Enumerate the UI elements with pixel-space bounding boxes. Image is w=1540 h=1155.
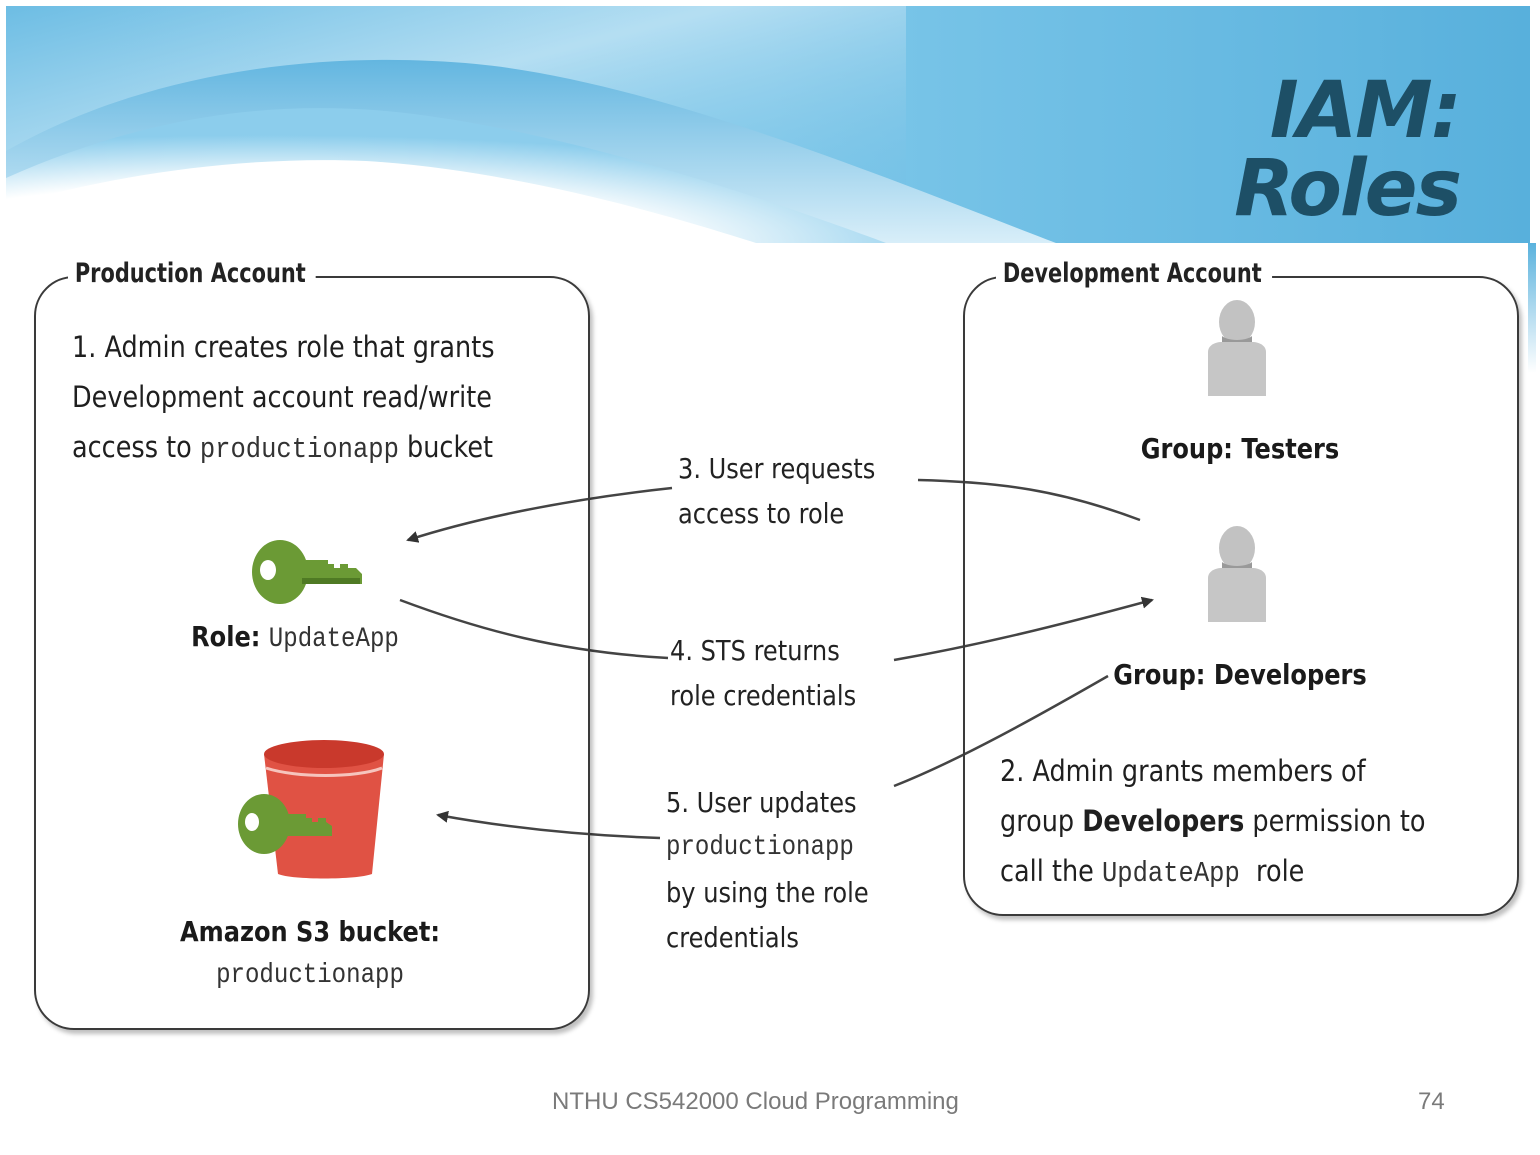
header-banner (6, 6, 1530, 243)
arrow-step5-to-bucket (436, 810, 661, 840)
step5-line3: by using the role (666, 876, 869, 909)
step2-line3: call the UpdateApp role (1000, 846, 1426, 899)
key-icon (250, 534, 366, 615)
role-label: Role: UpdateApp (170, 620, 419, 655)
production-account-label: Production Account (68, 257, 317, 291)
arrow-step4-to-developers (893, 596, 1154, 662)
step1-line1: 1. Admin creates role that grants (72, 330, 495, 364)
step2-line1: 2. Admin grants members of (1000, 754, 1366, 788)
step4-line1: 4. STS returns (670, 634, 840, 667)
footer-course-name: NTHU CS542000 Cloud Programming (552, 1088, 959, 1115)
step2-line2-prefix: group (1000, 804, 1083, 838)
step2-line2: group Developers permission to (1000, 796, 1426, 846)
step5-line1: 5. User updates (666, 786, 857, 819)
step1-bucket-code: productionapp (199, 433, 399, 466)
group-developers-label: Group: Developers (1113, 658, 1367, 691)
slide-page-number: 74 (1418, 1088, 1445, 1115)
step2-role-code: UpdateApp (1101, 857, 1240, 890)
user-icon (1204, 526, 1270, 629)
step3-line1: 3. User requests (678, 452, 876, 485)
step3-line2: access to role (678, 497, 845, 530)
step2-group-name: Developers (1082, 804, 1245, 838)
group-testers-label: Group: Testers (1140, 432, 1340, 465)
development-account-label: Development Account (996, 257, 1273, 291)
step4-label: 4. STS returns role credentials (670, 628, 856, 718)
step2-line3-suffix: role (1239, 854, 1305, 888)
step1-line3-prefix: access to (72, 430, 200, 464)
s3-bucket-label: Amazon S3 bucket: productionapp (172, 910, 447, 998)
step5-bucket-code: productionapp (666, 832, 854, 863)
arrow-step3-to-role (408, 478, 1141, 540)
step1-text: 1. Admin creates role that grants Develo… (72, 322, 495, 475)
role-name-code: UpdateApp (268, 624, 399, 655)
s3-bucket-key-icon (236, 734, 388, 889)
step5-line4: credentials (666, 921, 799, 954)
role-label-prefix: Role: (191, 620, 269, 653)
s3-bucket-label-title: Amazon S3 bucket: (179, 915, 441, 948)
step2-line3-prefix: call the (1000, 854, 1102, 888)
step1-line2: Development account read/write (72, 380, 492, 414)
user-icon (1204, 300, 1270, 403)
step5-label: 5. User updates productionapp by using t… (666, 780, 869, 960)
step1-line3-suffix: bucket (398, 430, 494, 464)
step2-text: 2. Admin grants members of group Develop… (1000, 746, 1426, 899)
banner-right-strip (1528, 243, 1536, 373)
wave-background (6, 6, 1530, 243)
arrow-step4-from-role (399, 598, 669, 660)
s3-bucket-name: productionapp (216, 960, 404, 991)
step3-label: 3. User requests access to role (678, 446, 875, 536)
step4-line2: role credentials (670, 679, 857, 712)
step1-line3: access to productionapp bucket (72, 422, 495, 475)
arrow-step5-from-developers (893, 674, 1109, 788)
step2-line2-suffix: permission to (1244, 804, 1426, 838)
slide-title: IAM: Roles (1234, 66, 1462, 234)
